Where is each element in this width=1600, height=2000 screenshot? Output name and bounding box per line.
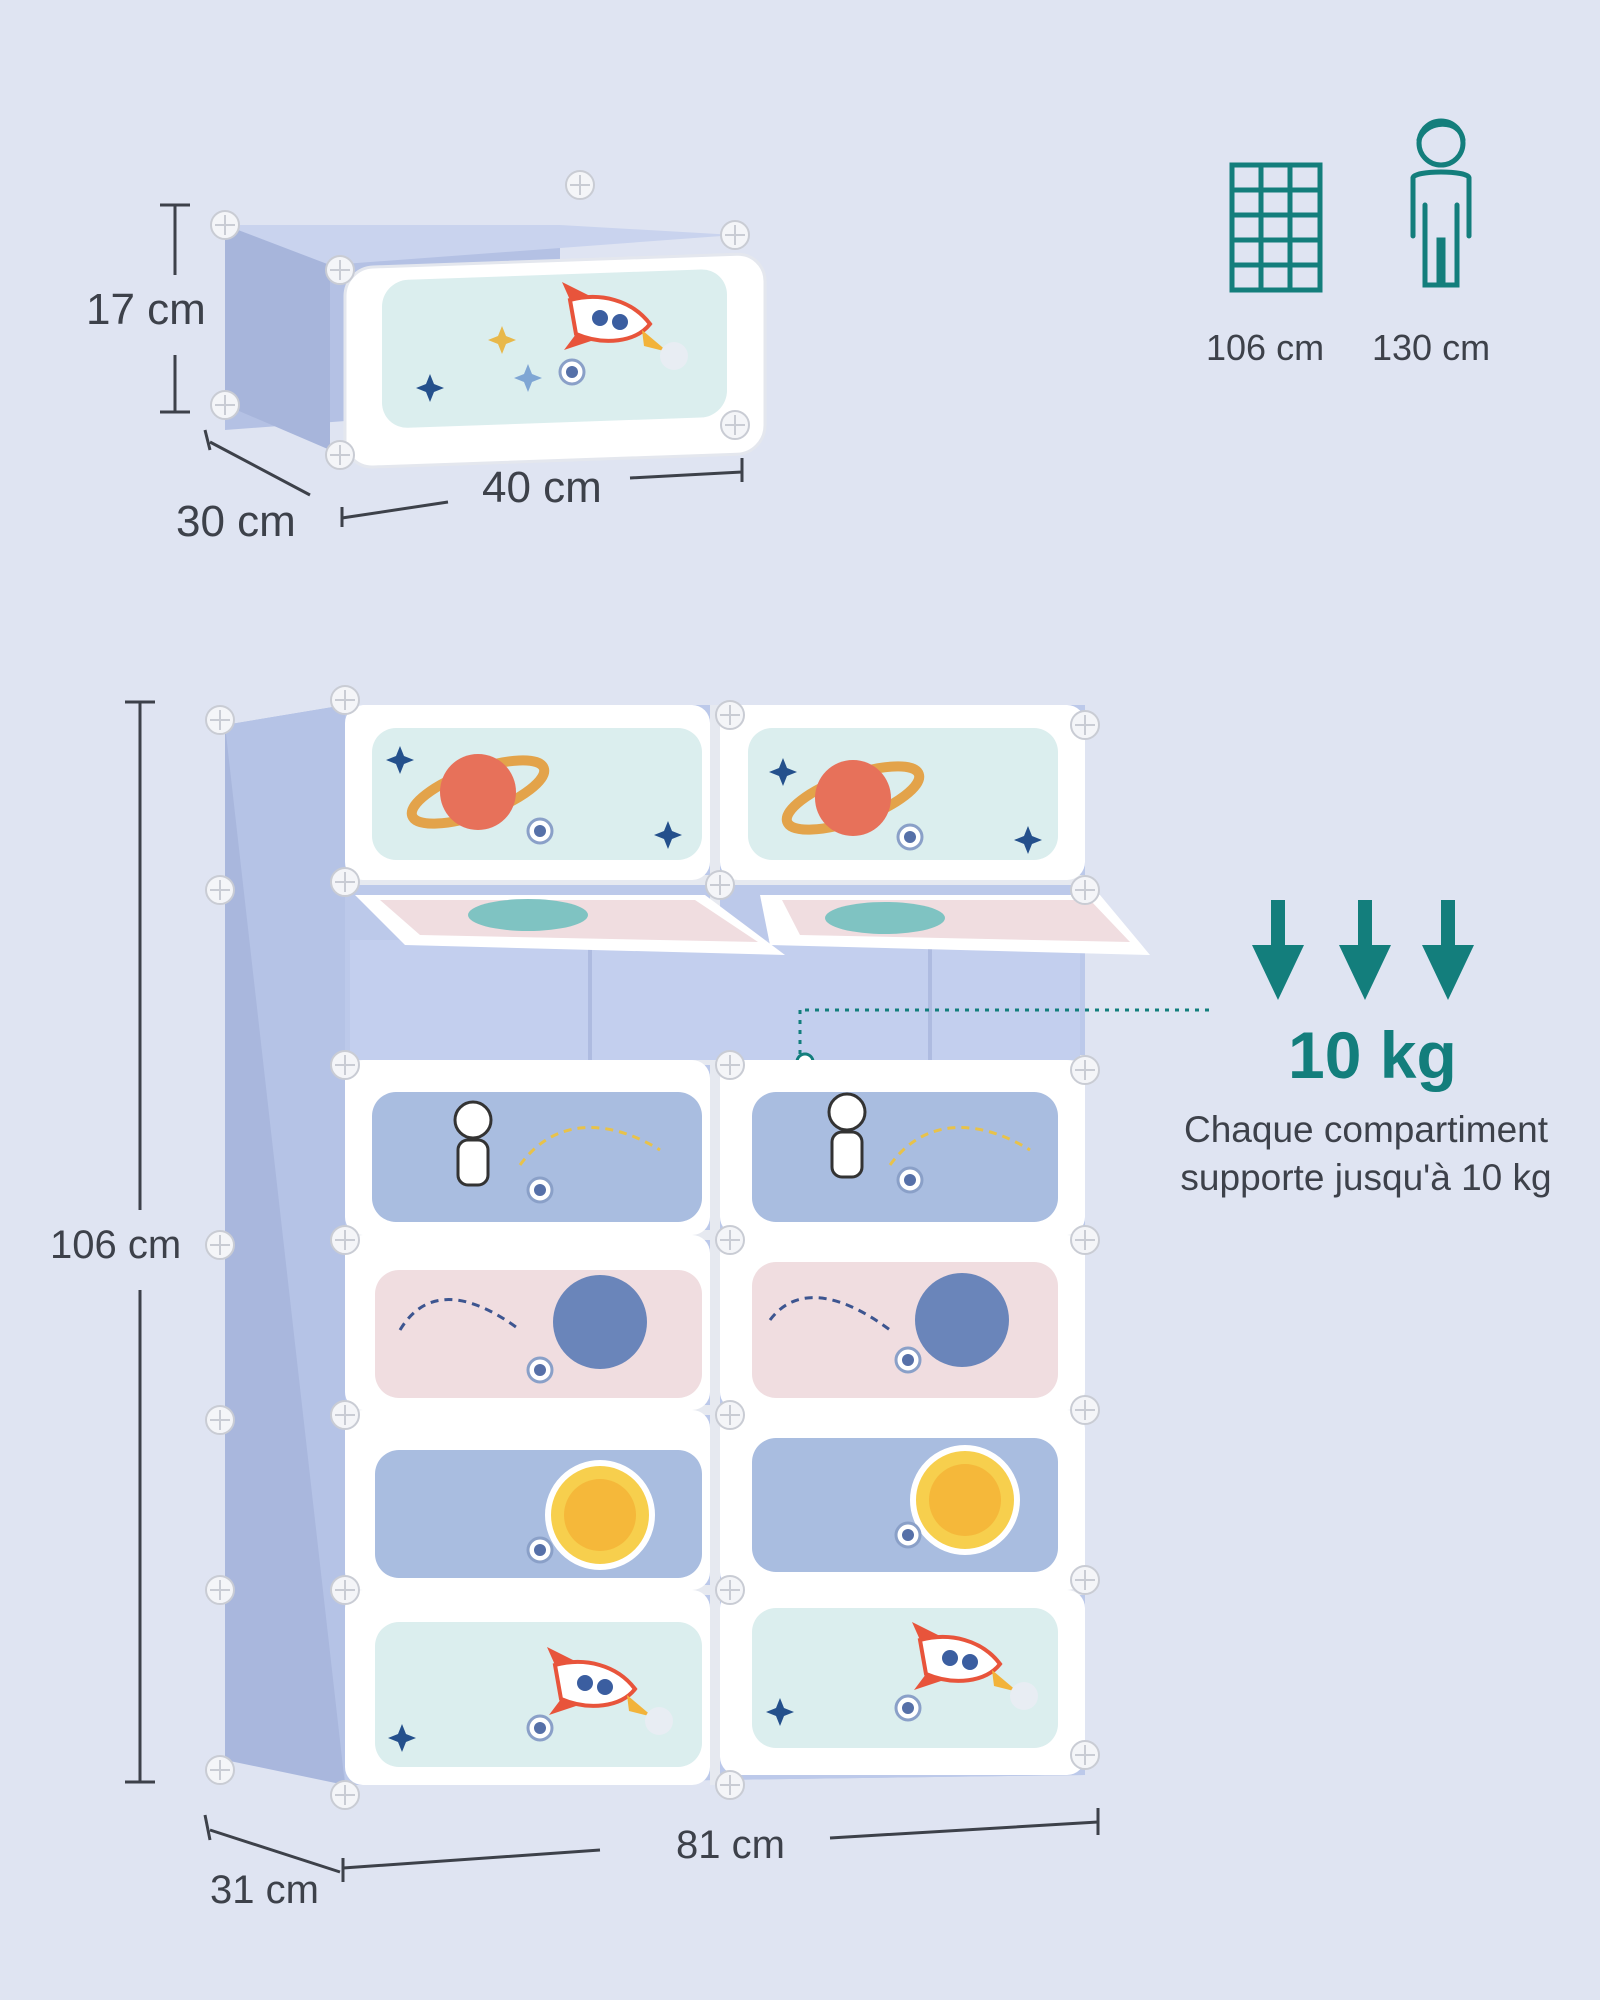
cabinet-depth-label: 31 cm: [210, 1868, 319, 1912]
doors-row-3: [345, 1060, 1085, 1235]
doors-row-2-open: [355, 895, 1150, 1072]
cabinet-height-compare-label: 106 cm: [1206, 327, 1325, 368]
doors-row-1: [345, 705, 1085, 880]
doors-row-5: [345, 1410, 1085, 1590]
cabinet-width-label: 81 cm: [676, 1823, 785, 1867]
cube-depth-label: 30 cm: [176, 497, 296, 546]
single-cube-illustration: [210, 170, 767, 470]
child-icon: [1410, 118, 1472, 288]
load-arrows: [805, 900, 1474, 1012]
shelf-grid-icon: [1229, 162, 1323, 293]
load-caption-line-1: Chaque compartiment: [1183, 1109, 1549, 1150]
cube-width-label: 40 cm: [482, 463, 602, 512]
down-arrow-icon: [1252, 900, 1474, 1000]
cabinet-height-label: 106 cm: [50, 1223, 182, 1267]
load-caption: Chaque compartiment supporte jusqu'à 10 …: [1148, 1106, 1584, 1202]
cube-height-label: 17 cm: [86, 285, 206, 334]
doors-row-6: [345, 1590, 1085, 1785]
load-caption-line-2: supporte jusqu'à 10 kg: [1180, 1157, 1552, 1198]
load-value: 10 kg: [1288, 1018, 1457, 1092]
child-height-label: 130 cm: [1372, 327, 1491, 368]
cube-dimension-lines: [160, 203, 744, 527]
cabinet-dimension-lines: [125, 700, 1100, 1882]
doors-row-4: [345, 1235, 1085, 1410]
